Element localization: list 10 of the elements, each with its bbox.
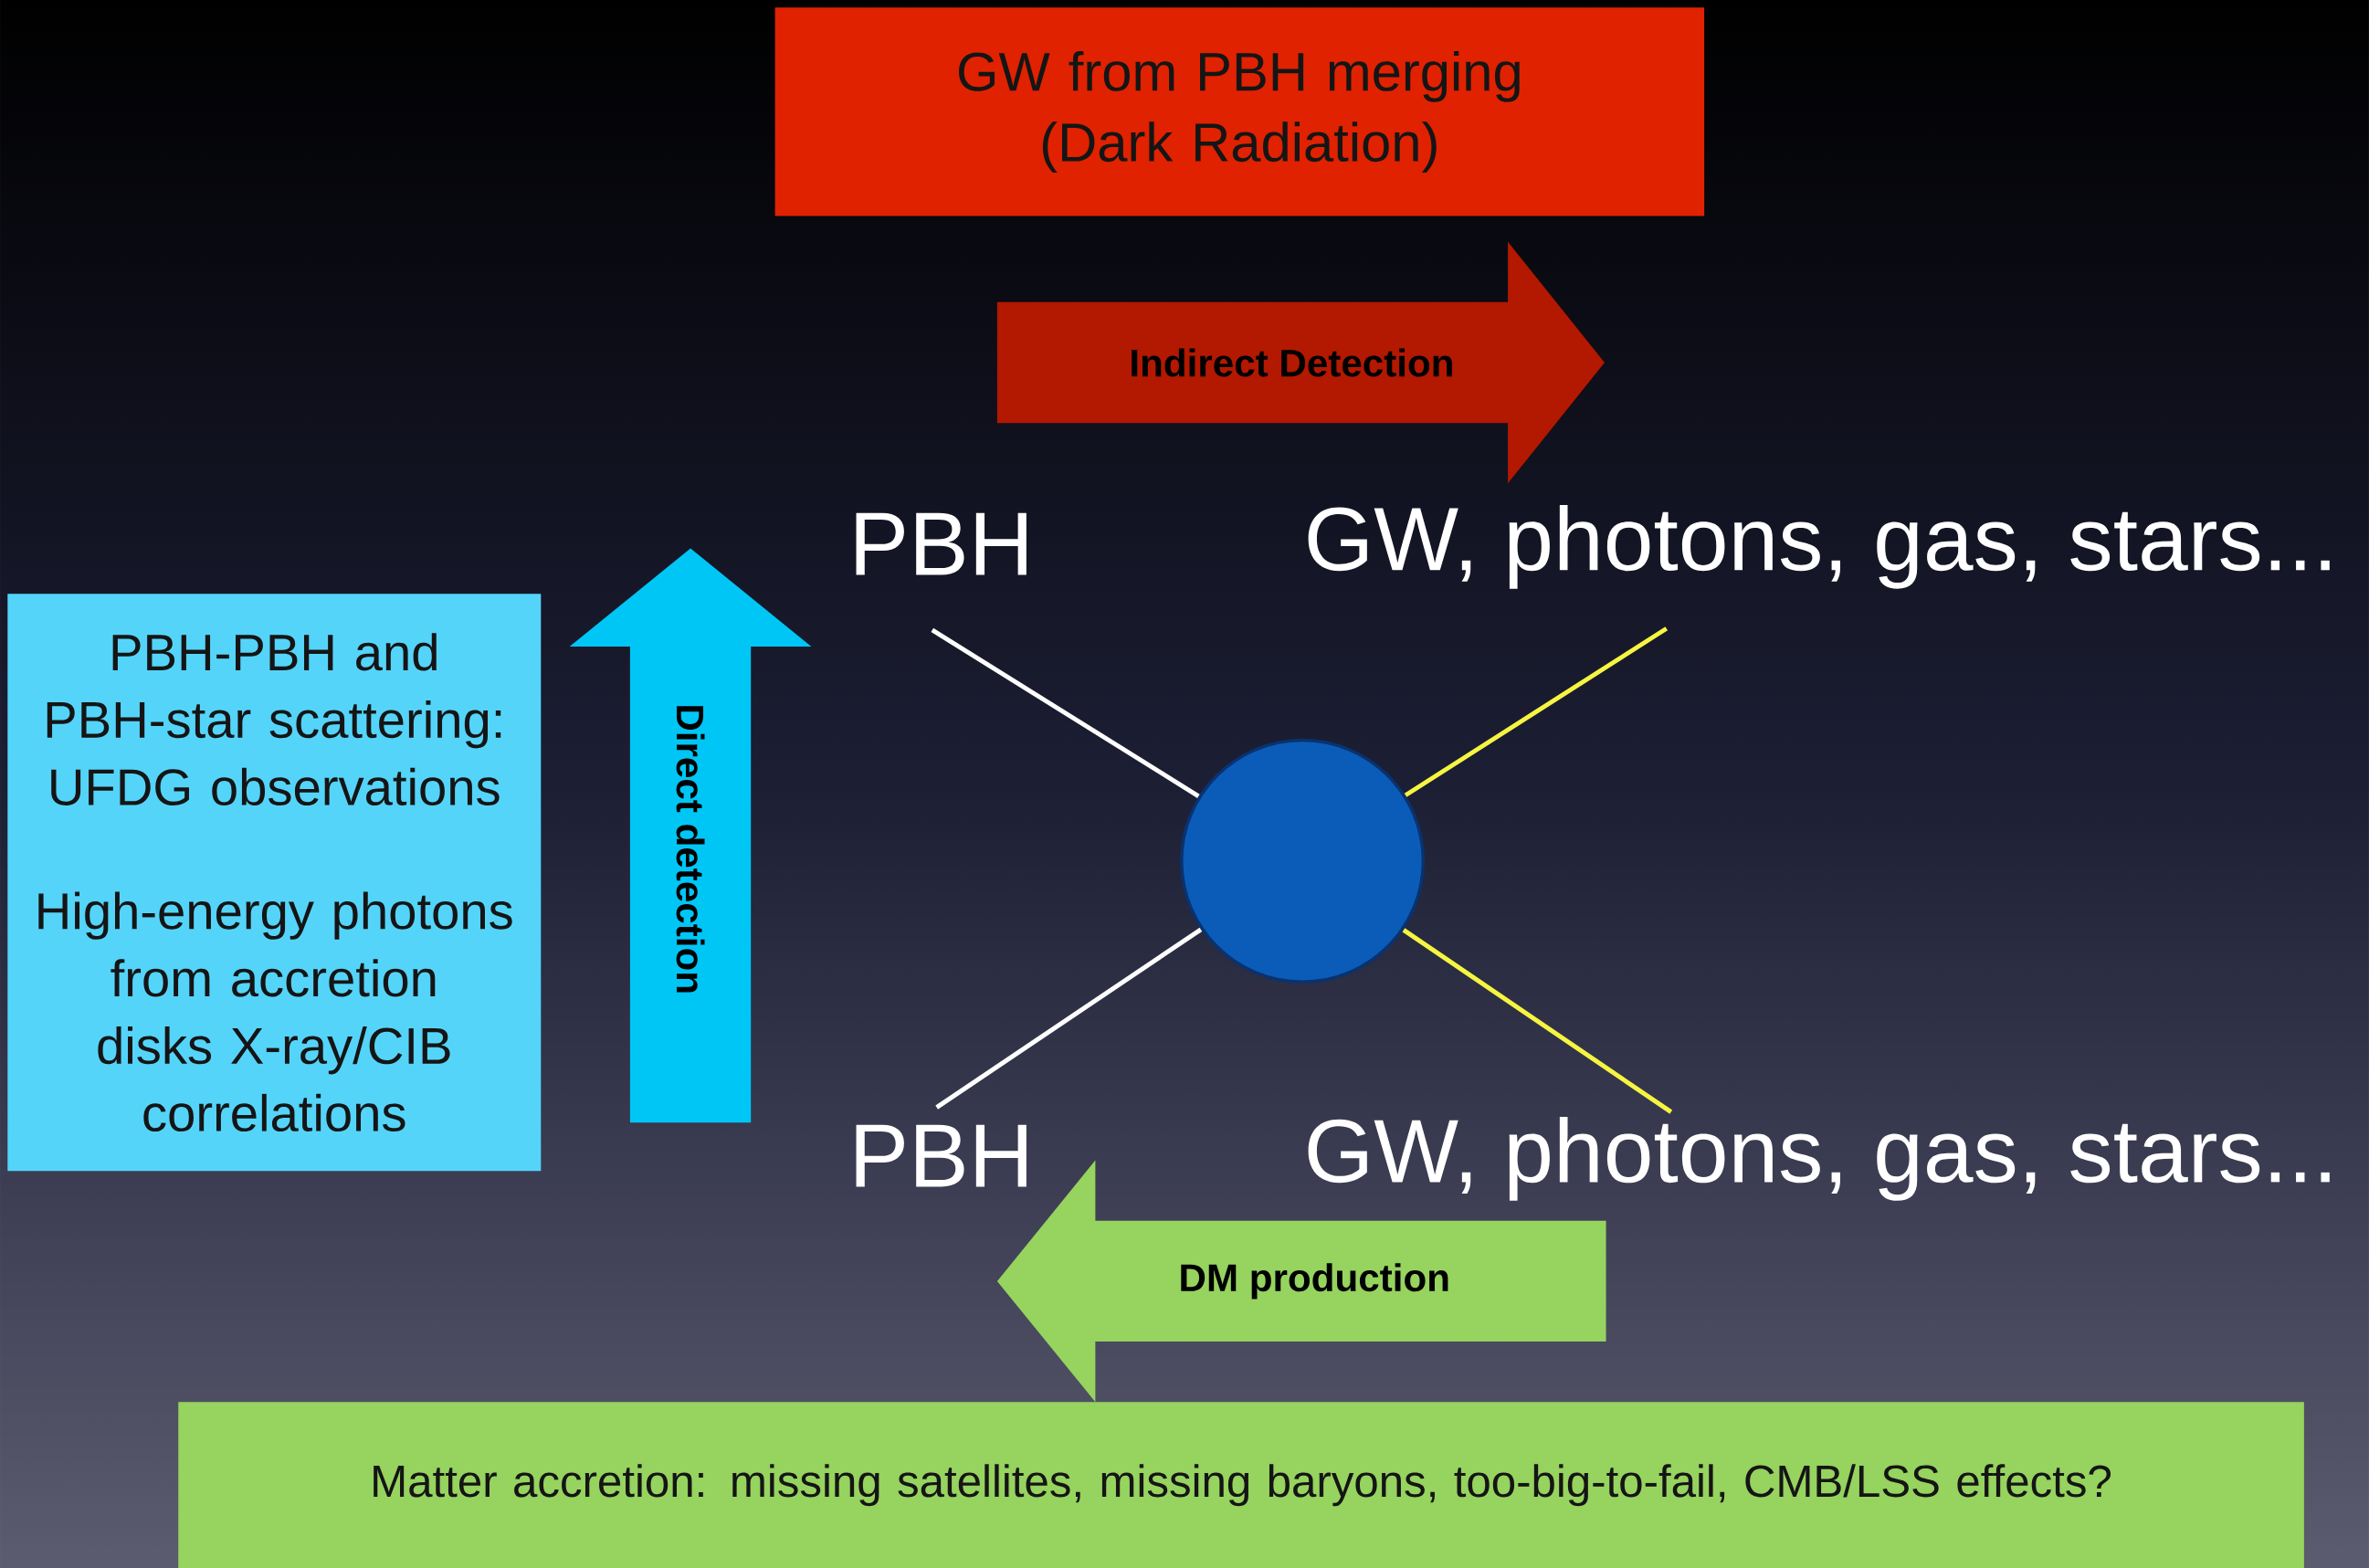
connector-line bbox=[1402, 928, 1673, 1114]
products-label: GW, photons, gas, stars... bbox=[1308, 504, 2330, 589]
connector-line bbox=[931, 627, 1200, 798]
observations-box: PBH-PBH and PBH-star scattering: UFDG observations High-energy photons from accretion disks X-ray/CIB correlations bbox=[7, 594, 542, 1171]
interaction-circle bbox=[1179, 738, 1426, 984]
particle-label: PBH bbox=[856, 512, 1027, 575]
title-box: GW from PBH merging (Dark Radiation) bbox=[774, 7, 1705, 216]
connector-line bbox=[935, 927, 1203, 1110]
accretion-box: Matter accretion: missing satellites, missing baryons, too-big-to-fail, CMB/LSS effects? bbox=[178, 1402, 2304, 1568]
connector-line bbox=[1404, 626, 1669, 797]
